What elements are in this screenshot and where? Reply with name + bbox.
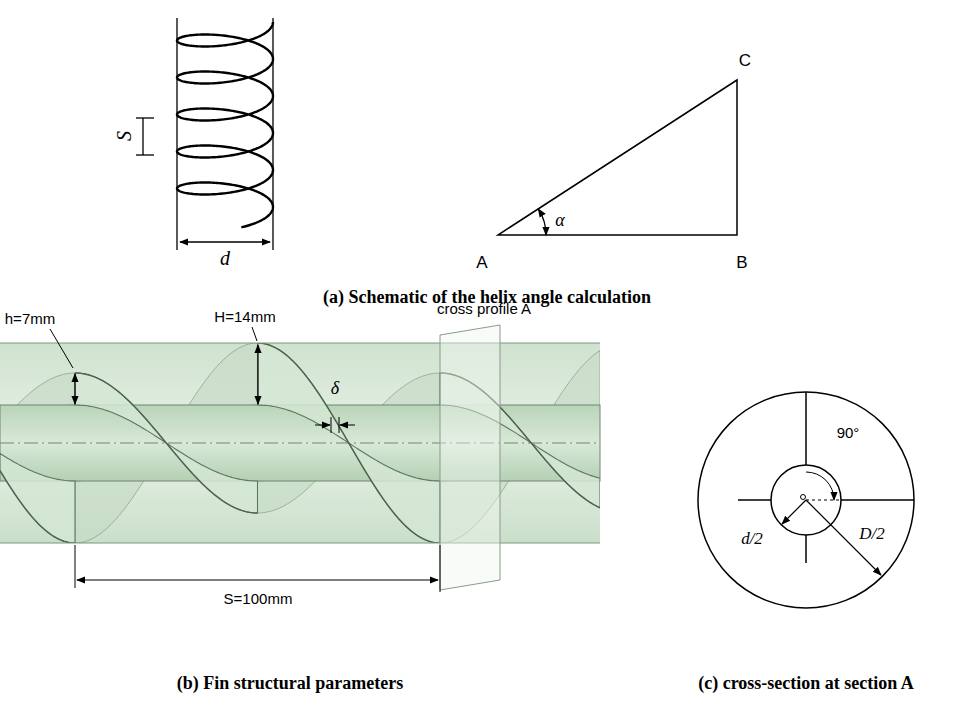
fin-front bbox=[258, 343, 441, 543]
section-plane bbox=[440, 325, 500, 590]
dimension-label: S=100mm bbox=[224, 591, 293, 606]
angle-arc bbox=[806, 472, 834, 500]
cylinder-edge bbox=[0, 543, 600, 544]
extension-line bbox=[440, 545, 441, 588]
diameter-label: d bbox=[220, 248, 230, 268]
finned-shaft bbox=[0, 325, 600, 592]
thickness-mark bbox=[331, 417, 332, 433]
hub-cylinder bbox=[0, 405, 600, 481]
fin-front bbox=[0, 453, 75, 543]
dimension-arrow bbox=[74, 374, 75, 404]
figure-caption: (b) Fin structural parameters bbox=[177, 674, 403, 692]
thickness-arrow bbox=[315, 425, 330, 426]
figure-caption: (c) cross-section at section A bbox=[698, 674, 914, 692]
outer-circle bbox=[698, 392, 914, 608]
thickness-label: δ bbox=[331, 379, 339, 397]
fin-line bbox=[738, 499, 771, 501]
dimension-arrow bbox=[180, 241, 270, 242]
angle-arc bbox=[538, 209, 546, 235]
thickness-arrow bbox=[340, 425, 355, 426]
fin-edge bbox=[75, 373, 258, 513]
angle-label: α bbox=[555, 211, 564, 229]
fin-line bbox=[805, 392, 807, 465]
fin-line bbox=[841, 499, 914, 501]
fin-front bbox=[75, 373, 258, 513]
dimension-arrow bbox=[257, 345, 258, 404]
pitch-label: S bbox=[114, 131, 134, 141]
triangle-outline bbox=[498, 80, 737, 235]
reference-line bbox=[806, 500, 840, 501]
pitch-bracket bbox=[136, 117, 154, 118]
cross-section bbox=[698, 392, 914, 608]
helix-figure bbox=[136, 18, 273, 250]
radius-arrow bbox=[782, 500, 806, 524]
thickness-mark bbox=[339, 417, 340, 433]
section-label: cross profile A bbox=[437, 301, 531, 316]
center-mark bbox=[801, 495, 806, 500]
cylinder-edge bbox=[176, 18, 177, 250]
fin-line bbox=[805, 535, 807, 563]
leader-line bbox=[252, 327, 257, 341]
point-label: B bbox=[736, 254, 747, 271]
extension-line bbox=[440, 588, 441, 592]
axis-line bbox=[0, 443, 600, 444]
pitch-bracket bbox=[142, 118, 143, 155]
radius-label: d/2 bbox=[741, 530, 763, 547]
radius-label: D/2 bbox=[859, 525, 885, 542]
cylinder-edge bbox=[0, 343, 600, 344]
point-label: C bbox=[739, 52, 751, 69]
outer-cylinder bbox=[0, 343, 600, 543]
extension-line bbox=[75, 545, 76, 588]
fin-edge bbox=[0, 471, 75, 543]
helix-curve bbox=[177, 22, 273, 227]
angle-label: 90° bbox=[837, 425, 860, 440]
helix-triangle bbox=[498, 80, 737, 235]
dimension-arrow bbox=[77, 579, 438, 580]
dimension-label: h=7mm bbox=[5, 311, 55, 326]
fin-edge bbox=[258, 343, 441, 543]
pitch-bracket bbox=[136, 154, 154, 155]
leader-line bbox=[50, 329, 73, 368]
dimension-label: H=14mm bbox=[214, 309, 275, 324]
point-label: A bbox=[476, 254, 487, 271]
